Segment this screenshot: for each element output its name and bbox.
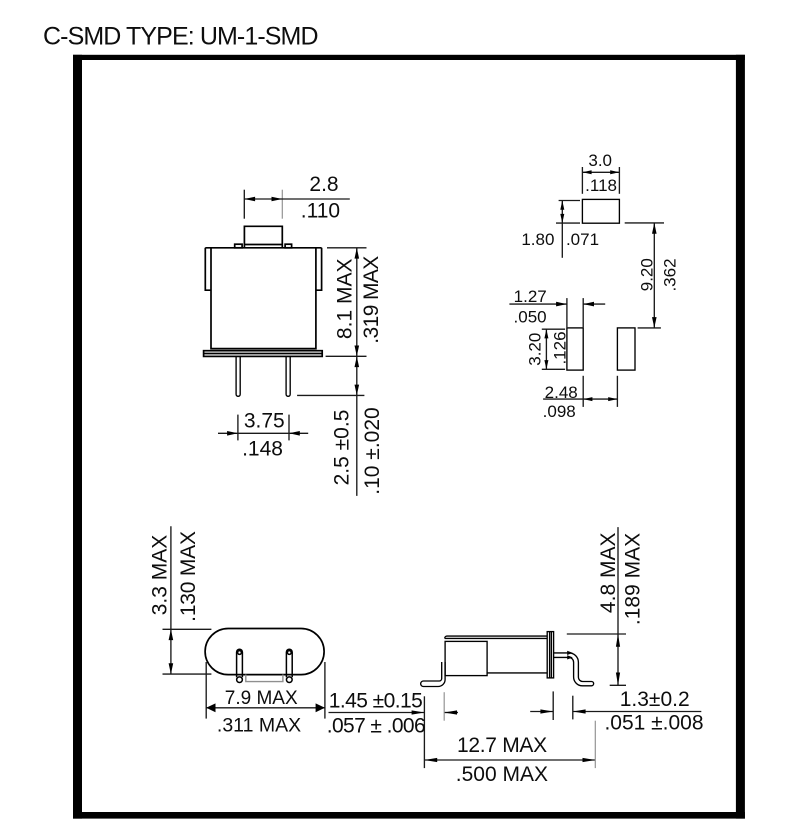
svg-text:2.8: 2.8 bbox=[309, 173, 338, 196]
svg-text:.311 MAX: .311 MAX bbox=[217, 715, 301, 737]
svg-text:9.20: 9.20 bbox=[638, 258, 657, 291]
svg-text:.110: .110 bbox=[301, 200, 340, 223]
svg-text:.148: .148 bbox=[242, 438, 283, 461]
svg-text:1.45 ±0.15: 1.45 ±0.15 bbox=[329, 690, 423, 713]
svg-text:8.1 MAX: 8.1 MAX bbox=[334, 259, 357, 340]
svg-text:1.27: 1.27 bbox=[514, 287, 547, 306]
svg-text:4.8 MAX: 4.8 MAX bbox=[597, 533, 620, 614]
svg-text:.10 ±.020: .10 ±.020 bbox=[361, 407, 384, 494]
svg-text:12.7 MAX: 12.7 MAX bbox=[457, 734, 547, 757]
svg-text:C-SMD TYPE: UM-1-SMD: C-SMD TYPE: UM-1-SMD bbox=[43, 23, 318, 51]
svg-text:.098: .098 bbox=[543, 402, 576, 421]
svg-text:3.75: 3.75 bbox=[244, 410, 285, 433]
svg-text:.071: .071 bbox=[566, 230, 599, 249]
svg-text:.189 MAX: .189 MAX bbox=[621, 533, 644, 625]
svg-text:.500 MAX: .500 MAX bbox=[456, 763, 548, 786]
svg-text:3.0: 3.0 bbox=[588, 151, 612, 170]
svg-text:1.80: 1.80 bbox=[521, 230, 554, 249]
svg-text:.126: .126 bbox=[550, 331, 569, 364]
svg-text:.362: .362 bbox=[661, 258, 680, 291]
svg-text:.051 ±.008: .051 ±.008 bbox=[604, 712, 703, 735]
svg-text:7.9 MAX: 7.9 MAX bbox=[225, 688, 298, 709]
svg-text:3.3 MAX: 3.3 MAX bbox=[149, 535, 172, 616]
svg-text:.130 MAX: .130 MAX bbox=[177, 531, 200, 622]
svg-text:2.5 ±0.5: 2.5 ±0.5 bbox=[331, 410, 354, 486]
svg-text:.118: .118 bbox=[585, 176, 617, 195]
svg-text:.050: .050 bbox=[514, 308, 547, 327]
svg-text:1.3±0.2: 1.3±0.2 bbox=[620, 688, 690, 711]
svg-text:.057 ± .006: .057 ± .006 bbox=[327, 715, 425, 738]
svg-text:3.20: 3.20 bbox=[526, 333, 545, 366]
svg-text:.319 MAX: .319 MAX bbox=[360, 256, 383, 344]
svg-text:2.48: 2.48 bbox=[545, 383, 578, 402]
